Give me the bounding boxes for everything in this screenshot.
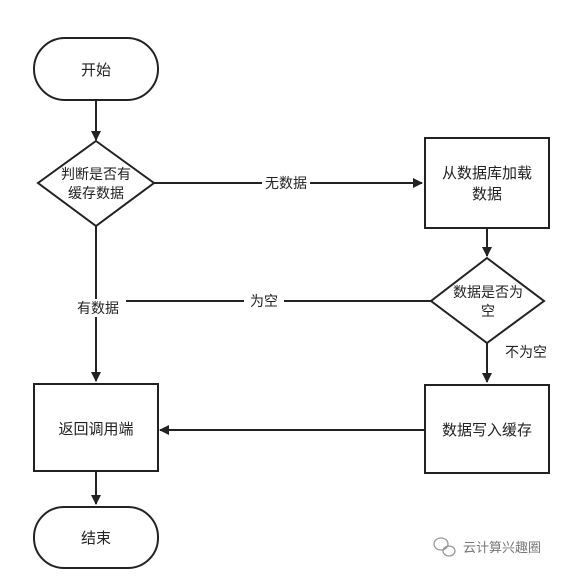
check-cache-label-line-2: 缓存数据 <box>68 186 124 202</box>
write-cache-label: 数据写入缓存 <box>442 421 532 439</box>
load-db-process: 从数据库加载 数据 <box>424 137 550 229</box>
edge-label-no-data-text: 无数据 <box>265 176 307 192</box>
edges <box>91 101 492 505</box>
edge-label-not-empty: 不为空 <box>505 345 547 361</box>
edge-label-not-empty-text: 不为空 <box>505 345 547 361</box>
edge-label-has-data: 有数据 <box>70 299 126 317</box>
check-cache-label-line-1: 判断是否有 <box>61 167 131 183</box>
return-caller-label: 返回调用端 <box>58 420 133 438</box>
edge-label-is-empty: 为空 <box>244 292 284 310</box>
watermark-text: 云计算兴趣圈 <box>463 541 541 556</box>
start-node: 开始 <box>33 37 159 101</box>
check-empty-decision: 数据是否为 空 <box>429 256 546 345</box>
check-empty-label-line-2: 空 <box>481 304 495 320</box>
watermark: 云计算兴趣圈 <box>433 537 541 557</box>
edge-label-is-empty-text: 为空 <box>250 294 278 310</box>
start-label: 开始 <box>81 61 111 79</box>
edge-label-has-data-text: 有数据 <box>77 301 119 317</box>
load-db-label-line-2: 数据 <box>472 185 502 203</box>
wechat-icon <box>433 537 456 557</box>
load-db-label-line-1: 从数据库加载 <box>442 164 532 182</box>
check-empty-label-line-1: 数据是否为 <box>453 285 523 301</box>
end-label: 结束 <box>81 529 111 547</box>
edge-label-no-data: 无数据 <box>262 174 310 192</box>
check-cache-decision: 判断是否有 缓存数据 <box>36 139 156 228</box>
return-caller-process: 返回调用端 <box>33 383 159 472</box>
end-node: 结束 <box>33 506 159 569</box>
write-cache-process: 数据写入缓存 <box>424 384 550 474</box>
